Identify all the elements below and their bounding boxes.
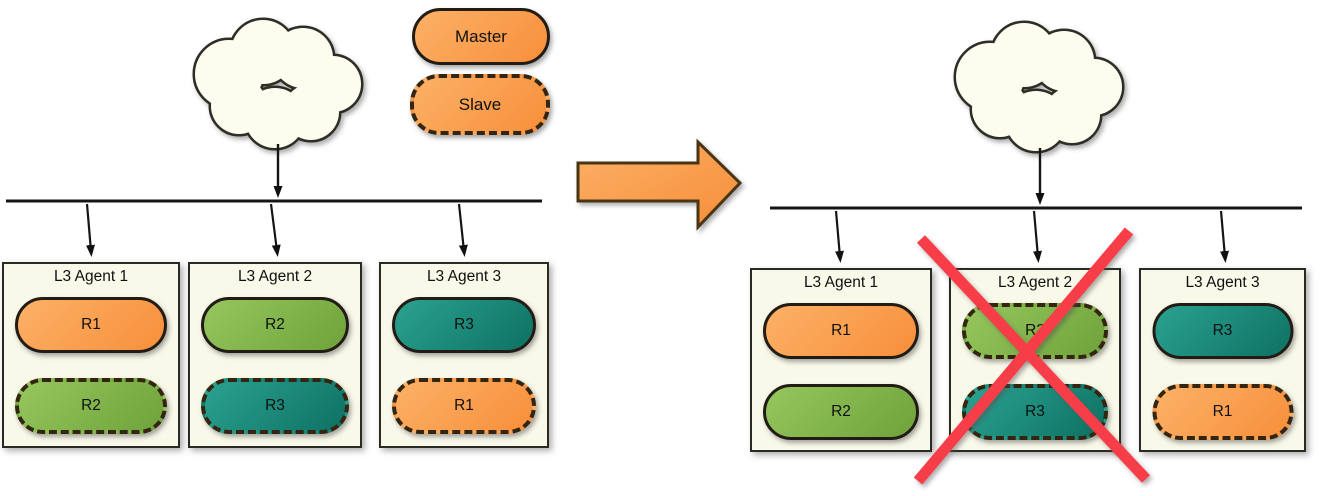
router-pill-slave: R2: [15, 378, 167, 434]
router-pill-master: R3: [392, 297, 536, 353]
router-label: R2: [1025, 322, 1045, 339]
agent-title: L3 Agent 1: [803, 274, 879, 291]
legend-slave-pill: Slave: [410, 74, 550, 135]
cloud-icon-right: [953, 20, 1125, 154]
router-pill-slave: R1: [392, 378, 536, 434]
router-pill-master: R2: [201, 297, 349, 353]
agent-title: L3 Agent 3: [1185, 274, 1260, 291]
agent-title: L3 Agent 2: [997, 274, 1073, 291]
router-label: R2: [81, 397, 101, 414]
router-label: R1: [831, 322, 851, 339]
router-label: R3: [1025, 403, 1045, 420]
router-pill-slave: R2: [962, 303, 1108, 359]
legend-slave-label: Slave: [458, 94, 502, 114]
router-pill-master: R1: [15, 297, 167, 353]
router-pill-slave: R3: [201, 378, 349, 434]
router-label: R2: [265, 316, 285, 333]
router-pill-master: R3: [1152, 303, 1293, 359]
bus-to-agent1-arrow-right: [834, 210, 844, 263]
agent-title: L3 Agent 2: [237, 268, 313, 285]
agent-box-before-2: L3 Agent 2 R2 R3: [188, 262, 362, 448]
bus-to-agent2-arrow-left: [269, 203, 281, 257]
router-label: R2: [831, 403, 851, 420]
router-label: R1: [1212, 403, 1233, 420]
agent-title: L3 Agent 1: [53, 268, 129, 285]
router-label: R3: [454, 316, 474, 333]
router-pill-master: R1: [763, 303, 919, 359]
bus-to-agent3-arrow-left: [457, 203, 468, 257]
router-label: R3: [1212, 322, 1233, 339]
router-pill-slave: R1: [1152, 384, 1293, 440]
legend-master-label: Master: [455, 26, 507, 46]
router-label: R1: [454, 397, 474, 414]
agent-box-before-1: L3 Agent 1 R1 R2: [2, 262, 180, 448]
agent-box-after-1: L3 Agent 1 R1 R2: [750, 268, 932, 452]
bus-to-agent1-arrow-left: [85, 203, 95, 257]
router-label: R3: [265, 397, 285, 414]
agent-title: L3 Agent 3: [426, 268, 502, 285]
transition-arrow-icon: [576, 138, 743, 231]
router-pill-slave: R3: [962, 384, 1108, 440]
agent-box-after-2-failed: L3 Agent 2 R2 R3: [949, 268, 1121, 452]
router-pill-master: R2: [763, 384, 919, 440]
agent-box-after-3: L3 Agent 3 R3 R1: [1139, 268, 1306, 452]
agent-box-before-3: L3 Agent 3 R3 R1: [379, 262, 549, 448]
router-label: R1: [81, 316, 101, 333]
legend-master-pill: Master: [412, 8, 550, 65]
bus-to-agent3-arrow-right: [1219, 210, 1229, 263]
cloud-icon-left: [192, 17, 364, 151]
bus-to-agent2-arrow-right: [1032, 210, 1042, 263]
